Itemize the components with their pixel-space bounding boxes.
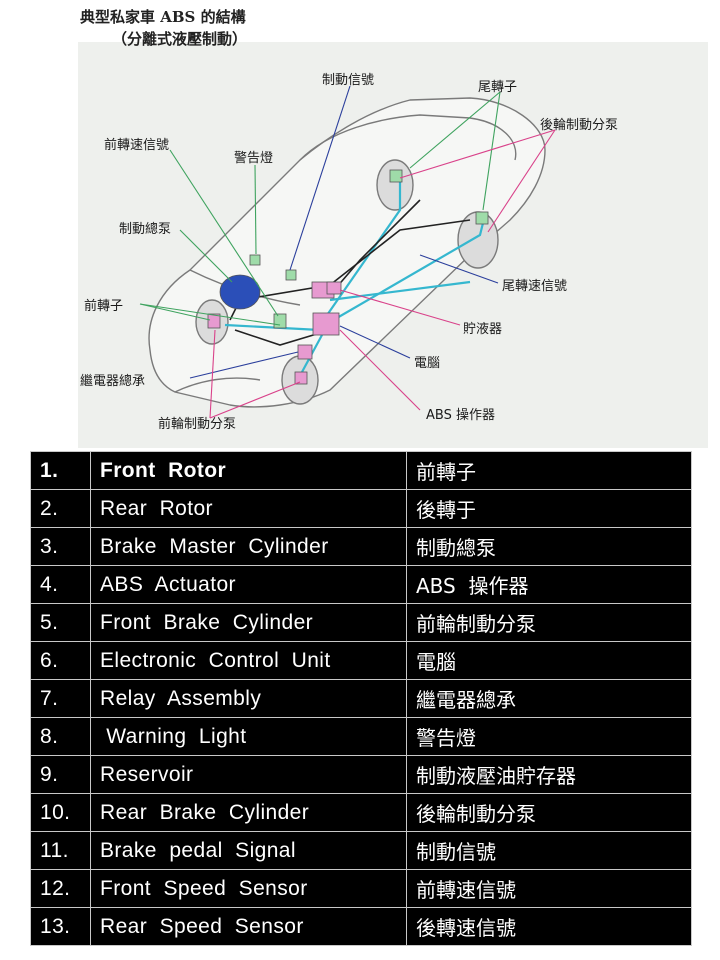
row-number: 5.: [30, 603, 91, 642]
car-illustration: [139, 85, 556, 419]
row-number: 10.: [30, 793, 91, 832]
row-number: 11.: [30, 831, 91, 870]
label-master-cylinder: 制動總泵: [119, 222, 172, 237]
row-number: 6.: [30, 641, 91, 680]
row-number: 13.: [30, 907, 91, 946]
row-number: 8.: [30, 717, 91, 756]
row-english: Rear Brake Cylinder: [90, 793, 407, 832]
rear-rotor-right: [475, 211, 489, 225]
row-number: 9.: [30, 755, 91, 794]
front-speed-part: [273, 313, 287, 329]
row-chinese: 警告燈: [406, 717, 692, 756]
warning-light-part: [249, 254, 261, 266]
row-chinese: 前輪制動分泵: [406, 603, 692, 642]
components: [207, 169, 489, 385]
label-ecu: 電腦: [414, 356, 441, 371]
row-english: Front Speed Sensor: [90, 869, 407, 908]
row-english: Warning Light: [90, 717, 407, 756]
row-number: 12.: [30, 869, 91, 908]
rear-rotor-left: [389, 169, 403, 183]
label-relay-assembly: 繼電器總承: [80, 374, 146, 389]
label-reservoir: 貯液器: [463, 322, 503, 337]
diagram-subtitle: （分離式液壓制動）: [112, 30, 248, 48]
row-number: 3.: [30, 527, 91, 566]
row-english: Electronic Control Unit: [90, 641, 407, 680]
row-english: ABS Actuator: [90, 565, 407, 604]
row-chinese: 後轉速信號: [406, 907, 692, 946]
label-rear-brake-cylinder: 後輪制動分泵: [540, 118, 619, 133]
row-chinese: 後輪制動分泵: [406, 793, 692, 832]
label-front-brake-cylinder: 前輪制動分泵: [158, 417, 237, 432]
row-english: Rear Speed Sensor: [90, 907, 407, 946]
relay-box: [297, 344, 313, 360]
row-number: 2.: [30, 489, 91, 528]
label-front-rotor: 前轉子: [84, 299, 124, 314]
row-english: Front Brake Cylinder: [90, 603, 407, 642]
row-english: Relay Assembly: [90, 679, 407, 718]
row-chinese: 前轉速信號: [406, 869, 692, 908]
row-chinese: 制動總泵: [406, 527, 692, 566]
car-body: [148, 97, 546, 408]
diagram-title: 典型私家車 ABS 的結構: [80, 8, 246, 26]
row-english: Brake Master Cylinder: [90, 527, 407, 566]
label-warning-light: 警告燈: [234, 151, 274, 166]
row-number: 7.: [30, 679, 91, 718]
label-abs-actuator: ABS 操作器: [426, 408, 495, 423]
row-chinese: 繼電器總承: [406, 679, 692, 718]
label-brake-signal: 制動信號: [322, 73, 375, 88]
abs-diagram: 典型私家車 ABS 的結構 （分離式液壓制動）: [0, 0, 720, 450]
front-cylinder-part: [294, 371, 308, 385]
row-number: 4.: [30, 565, 91, 604]
row-chinese: 制動液壓油貯存器: [406, 755, 692, 794]
label-front-speed-signal: 前轉速信號: [104, 138, 170, 153]
row-english: Rear Rotor: [90, 489, 407, 528]
master-cylinder: [219, 274, 261, 310]
reservoir: [326, 281, 342, 295]
row-english: Brake pedal Signal: [90, 831, 407, 870]
row-chinese: 後轉于: [406, 489, 692, 528]
abs-actuator: [312, 312, 340, 336]
label-rear-rotor: 尾轉子: [478, 80, 518, 95]
row-chinese: 電腦: [406, 641, 692, 680]
row-chinese: 制動信號: [406, 831, 692, 870]
front-rotor: [207, 313, 221, 329]
brake-signal-part: [285, 269, 297, 281]
row-english: Reservoir: [90, 755, 407, 794]
leader-lines: [139, 85, 556, 419]
row-chinese: ABS 操作器: [406, 565, 692, 604]
row-chinese: 前轉子: [406, 451, 692, 490]
label-rear-speed-signal: 尾轉速信號: [502, 279, 568, 294]
row-english: Front Rotor: [90, 451, 407, 490]
row-number: 1.: [30, 451, 91, 490]
